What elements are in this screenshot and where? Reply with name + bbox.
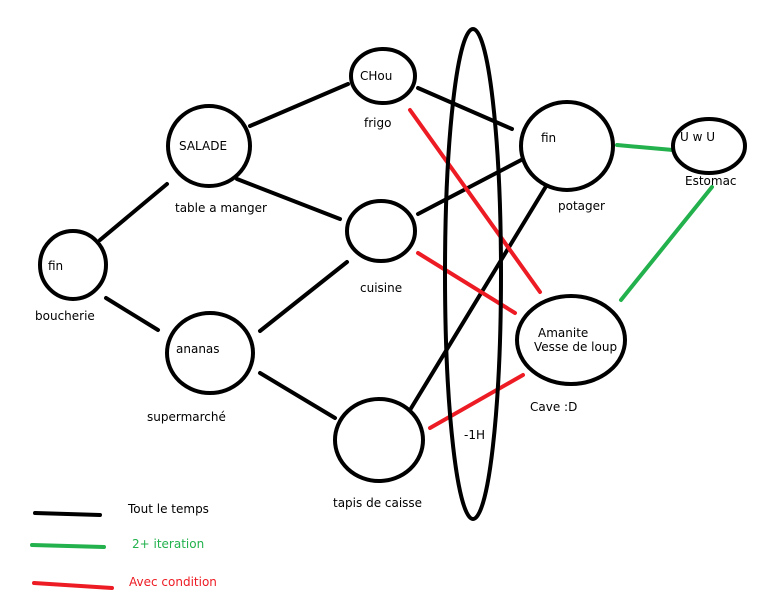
edge-tapis-potager [408,181,550,412]
edge-chou-potager [416,86,514,131]
node-cuisine [345,199,417,263]
edge-cuisine-potager [416,156,527,216]
node-ananas: ananas [165,311,255,395]
edge-potager-estomac [615,143,675,152]
node-ananas-inner: ananas [176,342,220,356]
legend-red-label: Avec condition [129,575,217,589]
caption-ellipse: -1H [464,428,485,442]
caption-estomac: Estomac [685,174,737,188]
edge-boucherie-ananas [104,296,160,332]
node-boucherie: fin [38,229,108,301]
node-boucherie-inner: fin [48,259,63,273]
node-chou-inner: CHou [360,69,392,83]
node-potager-inner: fin [541,131,556,145]
edge-chou-amanite [408,108,542,294]
legend-black-line [33,511,102,517]
node-salade-inner: SALADE [179,139,227,153]
edge-ananas-tapis [258,371,337,420]
black-edges [98,82,550,420]
node-chou: CHou [349,47,417,105]
green-edges [615,143,714,302]
caption-chou: frigo [364,116,391,130]
edge-boucherie-salade [98,182,169,242]
legend-black-label: Tout le temps [127,502,209,516]
caption-amanite: Cave :D [530,400,577,414]
node-tapis [333,397,425,483]
node-amanite-line2: Vesse de loup [534,340,617,354]
caption-ananas: supermarché [147,410,226,424]
node-amanite-line1: Amanite [538,326,588,340]
node-salade: SALADE [166,104,252,188]
edge-tapis-amanite [428,373,525,430]
node-potager: fin [519,100,615,192]
caption-tapis: tapis de caisse [333,496,422,510]
node-estomac-inner: U w U [680,130,715,144]
legend: Tout le temps 2+ iteration Avec conditio… [30,502,217,590]
edge-salade-chou [248,82,350,128]
edge-amanite-estomac [619,185,714,302]
edge-salade-cuisine [235,177,342,221]
caption-salade: table a manger [175,201,267,215]
legend-green-line [30,543,106,549]
caption-cuisine: cuisine [360,281,402,295]
legend-red-line [32,581,114,590]
node-estomac: U w U [671,117,747,175]
time-ellipse [443,27,503,521]
caption-boucherie: boucherie [35,309,95,323]
edge-ananas-cuisine [258,260,349,333]
node-amanite: Amanite Vesse de loup [515,294,627,386]
legend-green-label: 2+ iteration [132,537,204,551]
caption-potager: potager [558,199,605,213]
